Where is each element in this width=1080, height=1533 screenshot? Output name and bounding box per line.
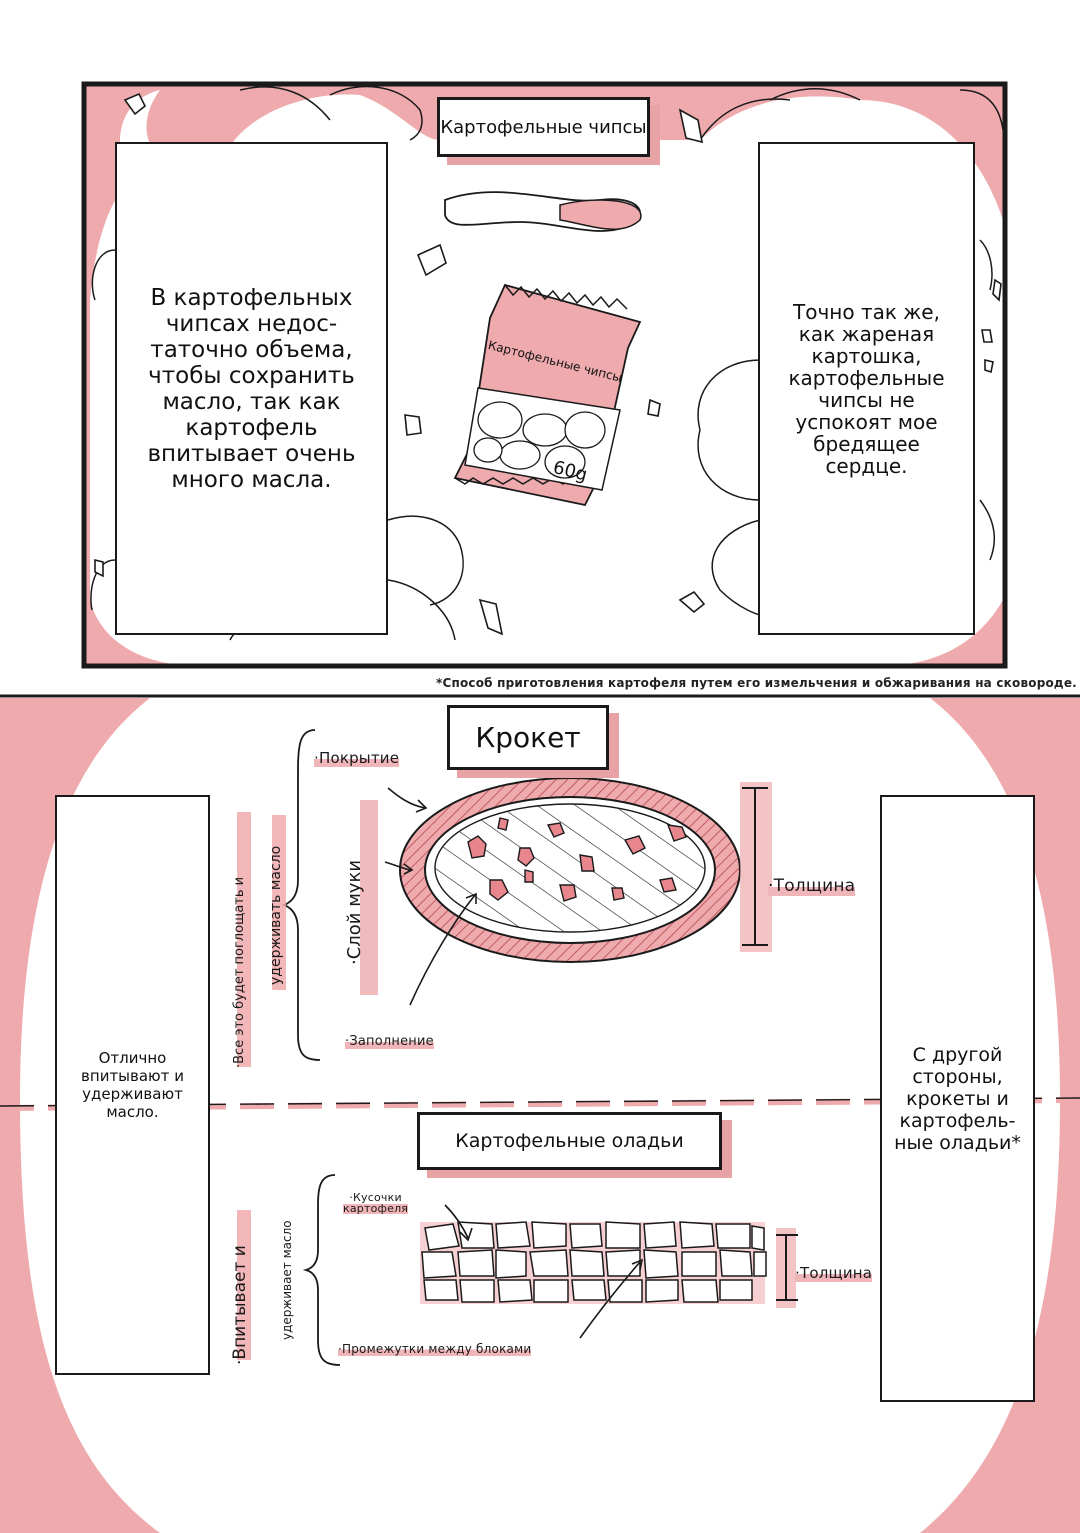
hash-brown-diagram: [302, 1174, 798, 1366]
croquette-vertical-note-1: ·Все это будет поглощать и: [232, 876, 247, 1068]
chip-crumbs: [94, 92, 1002, 636]
chips-title: Картофельные чипсы: [440, 116, 647, 138]
croquette-thickness-label: ·Толщина: [768, 876, 856, 896]
chips-title-tag: Картофельные чипсы: [437, 97, 650, 157]
footnote: *Способ приготовления картофеля путем ег…: [436, 676, 1077, 690]
croquette-vertical-note-2: удерживать масло: [268, 845, 284, 985]
flour-layer-label: ·Слой муки: [344, 859, 365, 965]
hash-browns-title: Картофельные оладьи: [455, 1130, 684, 1152]
narration-box-right-bottom: С другой стороны, крокеты и картофель- н…: [880, 795, 1035, 1402]
narration-text: Точно так же, как жареная картошка, карт…: [788, 299, 945, 478]
highlight-bar: [272, 815, 286, 990]
hash-browns-thickness-label: ·Толщина: [795, 1264, 873, 1282]
filling-label: ·Заполнение: [345, 1034, 434, 1049]
coating-label: ·Покрытие: [314, 749, 400, 767]
gaps-label: ·Промежутки между блоками: [338, 1342, 532, 1356]
highlight-bar: [237, 812, 251, 1067]
narration-text: Отлично впитывают и удерживают масло.: [81, 1049, 184, 1121]
single-chip-drawing: [444, 191, 642, 232]
narration-box-left-bottom: Отлично впитывают и удерживают масло.: [55, 795, 210, 1375]
narration-text: С другой стороны, крокеты и картофель- н…: [894, 1043, 1021, 1154]
croquette-diagram: [281, 729, 772, 1061]
hash-browns-vertical-note-2: удерживает масло: [280, 1220, 294, 1340]
croquette-title-tag: Крокет: [447, 705, 609, 770]
narration-box-right-top: Точно так же, как жареная картошка, карт…: [758, 142, 975, 635]
hash-browns-title-tag: Картофельные оладьи: [417, 1112, 722, 1170]
highlight-bar: [237, 1210, 251, 1360]
potato-pieces-label: ·Кусочки картофеля: [343, 1191, 409, 1215]
croquette-title: Крокет: [475, 721, 581, 754]
hash-browns-vertical-note-1: ·Впитывает и: [230, 1245, 250, 1365]
narration-box-left-top: В картофельных чипсах недос- таточно объ…: [115, 142, 388, 635]
chip-bag-drawing: [453, 283, 642, 507]
narration-text: В картофельных чипсах недос- таточно объ…: [147, 284, 356, 493]
